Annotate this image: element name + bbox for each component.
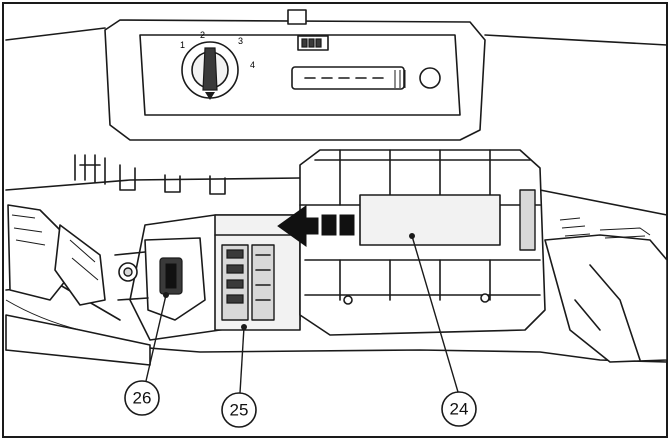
panel-tab [287,9,307,25]
leader-line-26 [145,294,167,382]
battery-pack[interactable] [299,149,546,336]
dial-mark-2: 2 [200,30,205,40]
dial-mark-3: 3 [238,36,243,46]
battery-charge-indicator-icon [297,35,329,51]
leader-line-24 [411,235,459,393]
mode-dial[interactable] [181,41,239,100]
release-latch[interactable] [54,224,206,321]
callout-label-24: 24 [450,400,469,419]
leader-line-25 [239,326,245,394]
control-panel: 1 2 3 4 [104,9,486,141]
insertion-arrow [277,205,355,247]
callout-25: 25 [221,392,257,428]
dial-mark-1: 1 [180,40,185,50]
callout-label-25: 25 [230,401,249,420]
callout-label-26: 26 [133,389,152,408]
callout-24: 24 [441,391,477,427]
leader-lines [145,233,459,394]
dial-mark-4: 4 [250,60,255,70]
callout-26: 26 [124,380,160,416]
status-button[interactable] [419,67,441,89]
machine-body [5,27,668,366]
